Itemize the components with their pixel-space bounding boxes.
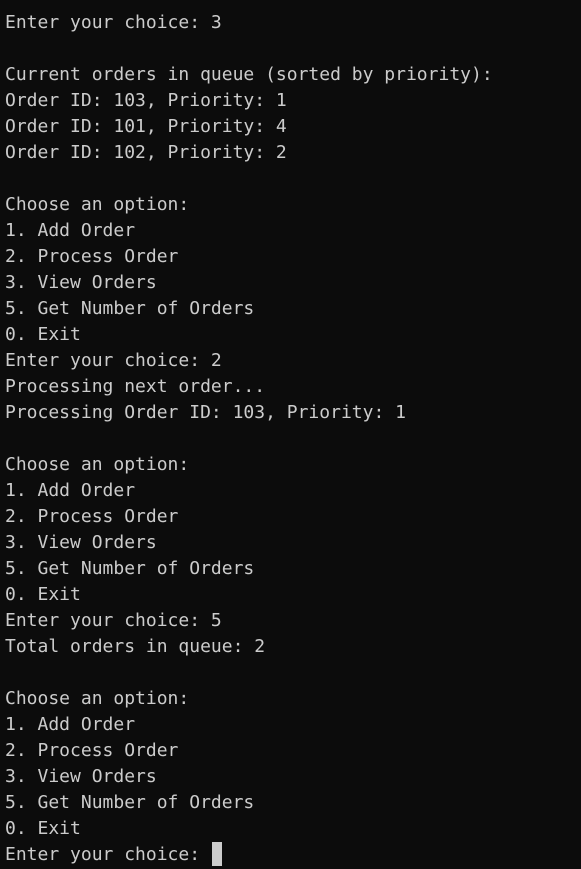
console-line: Order ID: 102, Priority: 2: [5, 142, 287, 163]
text-cursor[interactable]: [211, 842, 222, 866]
console-line: Processing Order ID: 103, Priority: 1: [5, 402, 406, 423]
console-line: Enter your choice: 2: [5, 350, 222, 371]
console-line: Processing next order...: [5, 376, 266, 397]
console-line: 0. Exit: [5, 584, 81, 605]
console-line: 5. Get Number of Orders: [5, 298, 255, 319]
console-line: 5. Get Number of Orders: [5, 558, 255, 579]
console-line: Total orders in queue: 2: [5, 636, 266, 657]
console-line: 2. Process Order: [5, 246, 179, 267]
console-line: Order ID: 103, Priority: 1: [5, 90, 287, 111]
console-line: 3. View Orders: [5, 532, 157, 553]
console-line: [5, 166, 581, 192]
input-prompt-line[interactable]: Enter your choice:: [5, 842, 581, 868]
console-line: 5. Get Number of Orders: [5, 792, 255, 813]
console-line: 0. Exit: [5, 818, 81, 839]
console-line: Enter your choice: 5: [5, 610, 222, 631]
console-line: 2. Process Order: [5, 506, 179, 527]
console-line: Current orders in queue (sorted by prior…: [5, 64, 493, 85]
console-line: 0. Exit: [5, 324, 81, 345]
console-line: 3. View Orders: [5, 766, 157, 787]
console-line: [5, 660, 581, 686]
console-line: 1. Add Order: [5, 480, 136, 501]
console-line: 2. Process Order: [5, 740, 179, 761]
console-line: Order ID: 101, Priority: 4: [5, 116, 287, 137]
console-line: Choose an option:: [5, 688, 190, 709]
console-line: 1. Add Order: [5, 714, 136, 735]
console-line: [5, 426, 581, 452]
console-line: Enter your choice: 3: [5, 12, 222, 33]
console-line: Choose an option:: [5, 454, 190, 475]
input-prompt: Enter your choice:: [5, 844, 211, 865]
console-line: [5, 36, 581, 62]
console-line: Choose an option:: [5, 194, 190, 215]
console-line: 1. Add Order: [5, 220, 136, 241]
console-line: 3. View Orders: [5, 272, 157, 293]
